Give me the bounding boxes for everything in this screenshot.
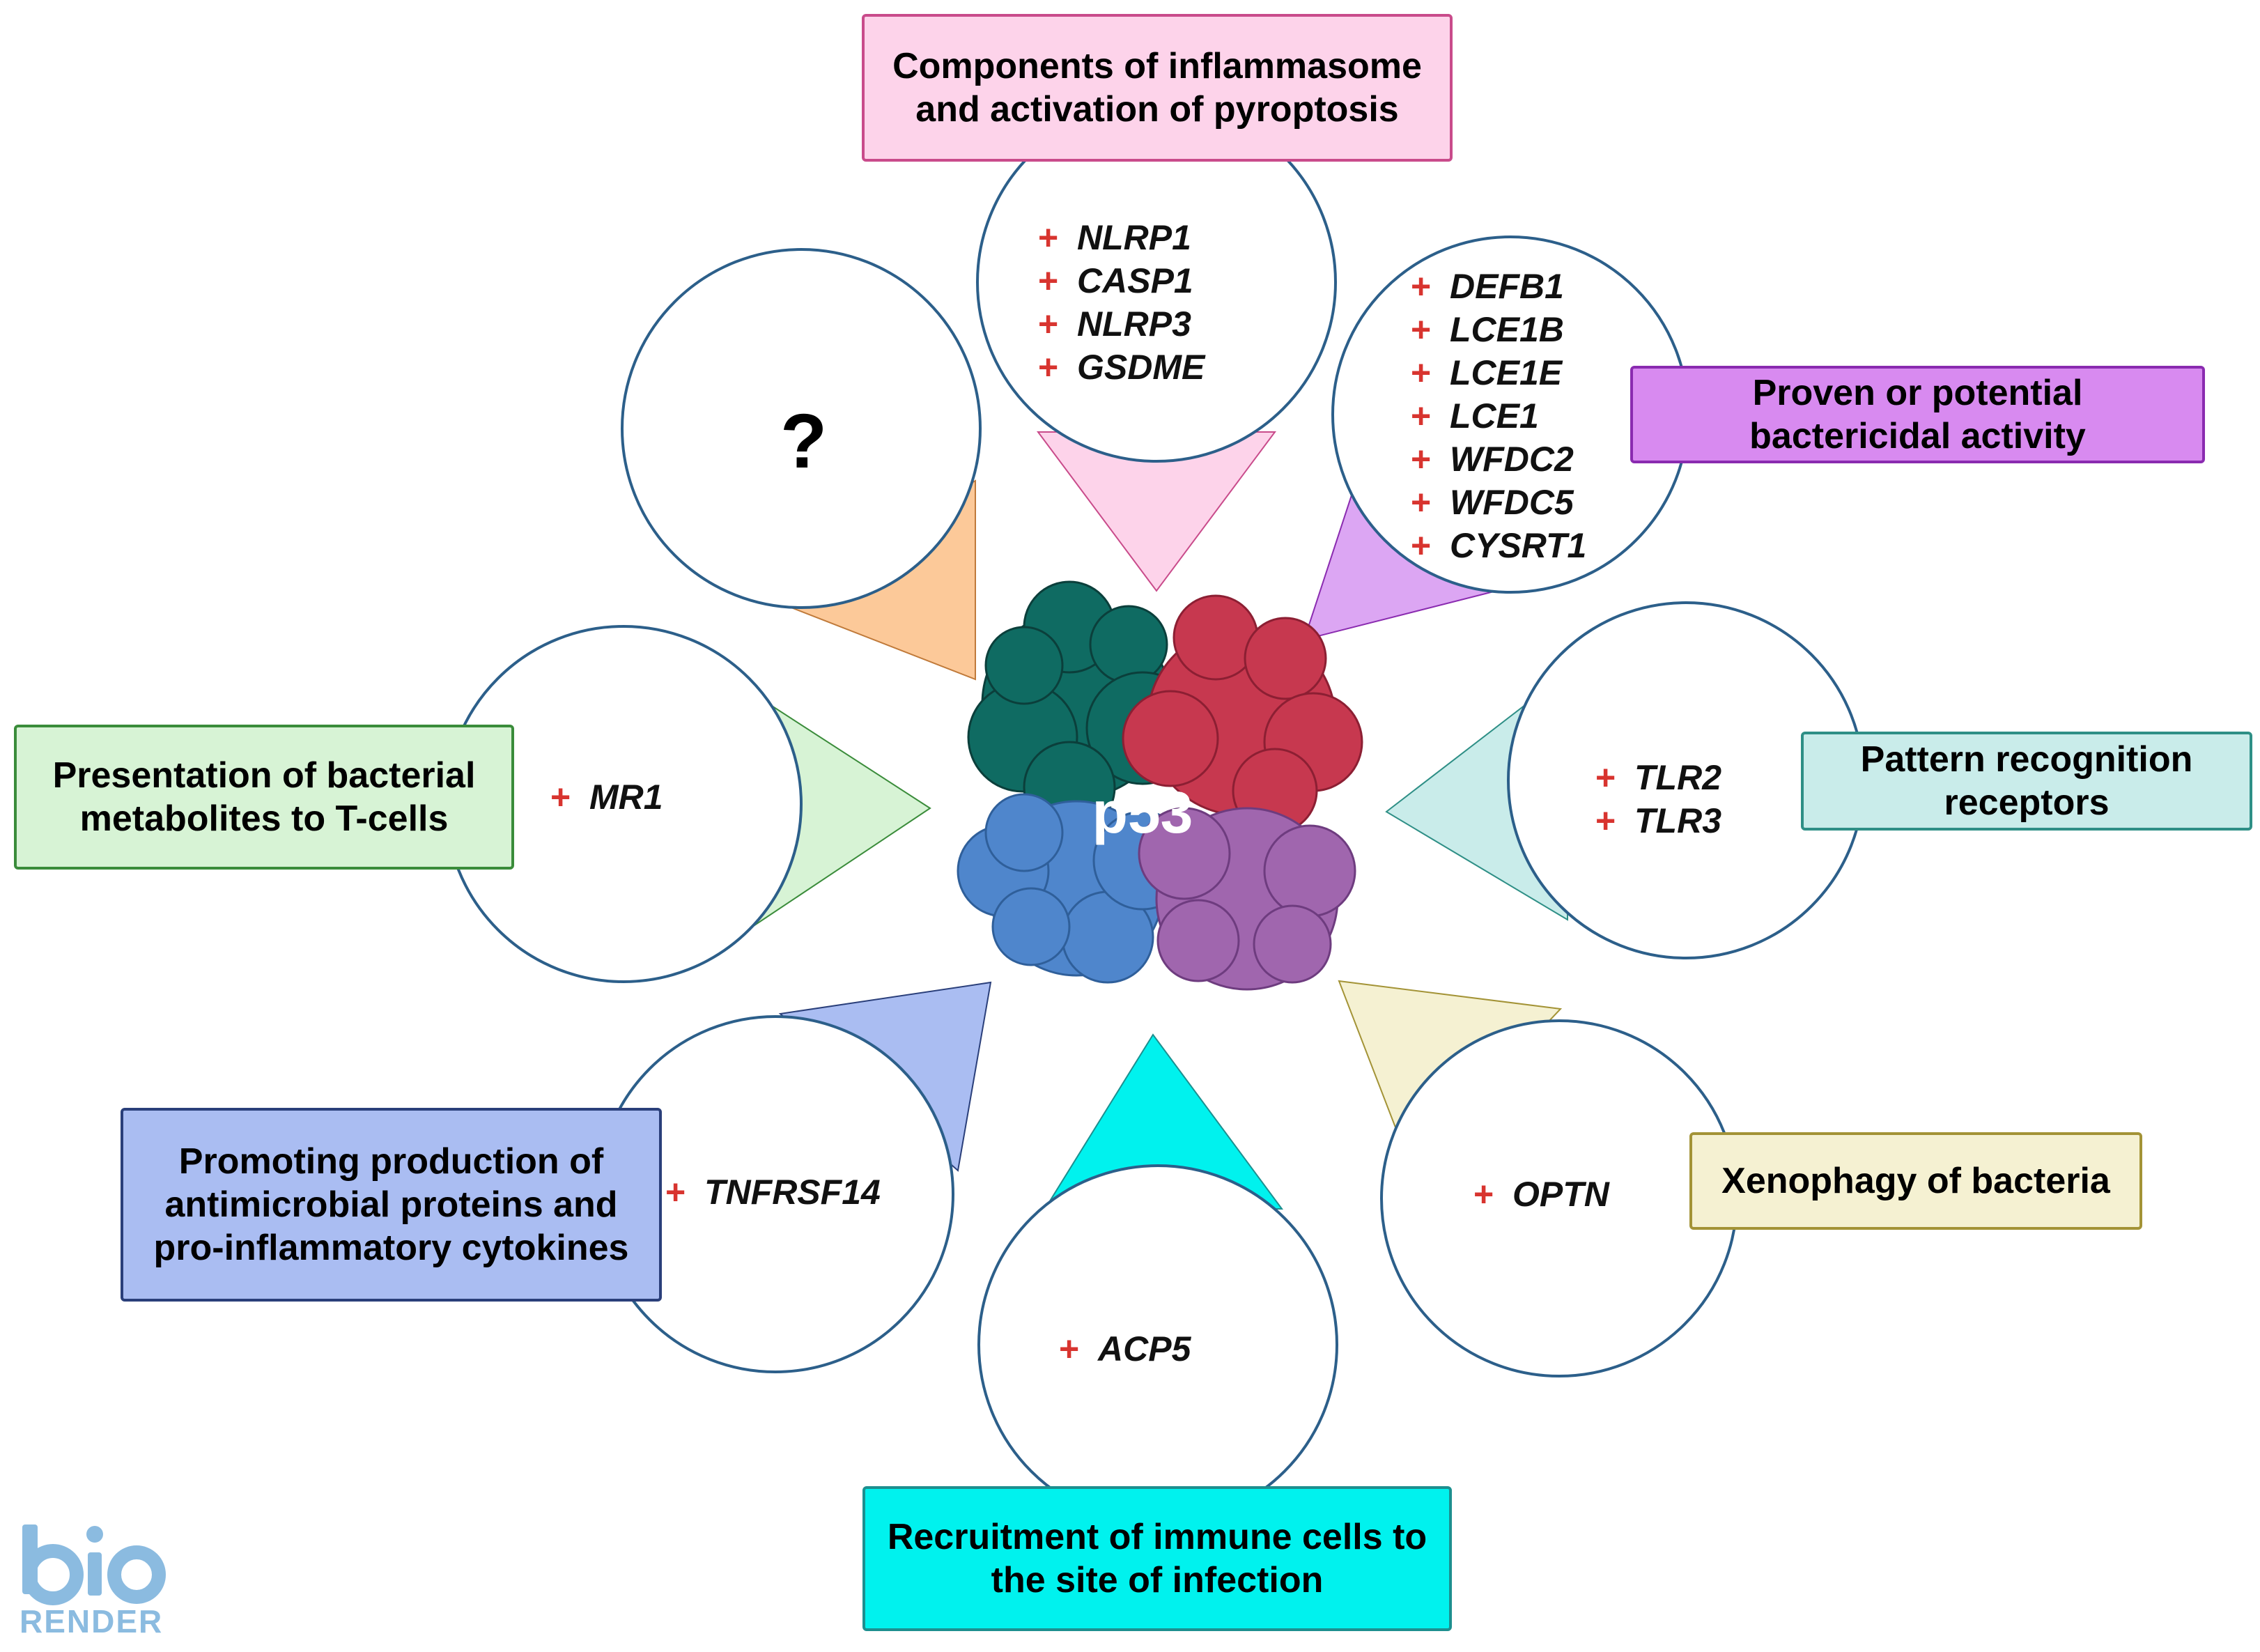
logo-text-render: RENDER	[20, 1603, 164, 1639]
gene-list-pyroptosis: +NLRP1 +CASP1 +NLRP3 +GSDME	[1038, 216, 1205, 389]
plus-icon: +	[1595, 801, 1616, 840]
label-xenophagy: Xenophagy of bacteria	[1689, 1132, 2142, 1230]
gene-item: +LCE1	[1411, 394, 1586, 438]
gene-item: +TNFRSF14	[665, 1171, 881, 1214]
plus-icon: +	[665, 1173, 686, 1212]
gene-list-presentation: +MR1	[550, 775, 663, 819]
plus-icon: +	[1595, 758, 1616, 797]
gene-item: +CYSRT1	[1411, 524, 1586, 567]
unknown-question-mark: ?	[780, 399, 828, 484]
biorender-logo-icon	[22, 1524, 166, 1605]
plus-icon: +	[1059, 1329, 1080, 1368]
gene-item: +LCE1E	[1411, 351, 1586, 394]
gene-item: +MR1	[550, 775, 663, 819]
gene-item: +DEFB1	[1411, 265, 1586, 308]
label-pattern-recognition: Pattern recognition receptors	[1801, 732, 2252, 831]
plus-icon: +	[1411, 353, 1432, 392]
plus-icon: +	[1411, 483, 1432, 522]
circle-unknown	[621, 248, 982, 609]
gene-item: +LCE1B	[1411, 308, 1586, 351]
gene-list-antimicrobial: +TNFRSF14	[665, 1171, 881, 1214]
gene-item: +OPTN	[1473, 1173, 1609, 1216]
gene-item: +CASP1	[1038, 259, 1205, 302]
p53-subunit-red	[1122, 594, 1363, 834]
plus-icon: +	[1411, 526, 1432, 565]
plus-icon: +	[1411, 440, 1432, 479]
p53-protein-illustration: p53	[957, 580, 1363, 991]
gene-item: +NLRP3	[1038, 302, 1205, 346]
p53-subunit-blue	[957, 793, 1193, 984]
label-antimicrobial: Promoting production of antimicrobial pr…	[121, 1108, 662, 1302]
plus-icon: +	[1473, 1175, 1494, 1214]
gene-item: +NLRP1	[1038, 216, 1205, 259]
label-bactericidal: Proven or potential bactericidal activit…	[1630, 366, 2205, 463]
plus-icon: +	[1411, 267, 1432, 306]
label-presentation: Presentation of bacterial metabolites to…	[14, 725, 514, 870]
plus-icon: +	[1411, 310, 1432, 349]
gene-item: +GSDME	[1038, 346, 1205, 389]
gene-item: +WFDC5	[1411, 481, 1586, 524]
plus-icon: +	[1038, 304, 1059, 343]
gene-item: +TLR2	[1595, 756, 1721, 799]
plus-icon: +	[550, 778, 571, 817]
gene-list-bactericidal: +DEFB1 +LCE1B +LCE1E +LCE1 +WFDC2 +WFDC5…	[1411, 265, 1586, 567]
gene-item: +WFDC2	[1411, 438, 1586, 481]
plus-icon: +	[1038, 348, 1059, 387]
p53-subunit-purple	[1138, 807, 1356, 991]
gene-list-xenophagy: +OPTN	[1473, 1173, 1609, 1216]
gene-list-recruitment: +ACP5	[1059, 1327, 1191, 1371]
p53-label: p53	[1092, 780, 1193, 845]
gene-item: +TLR3	[1595, 799, 1721, 842]
label-pyroptosis: Components of inflammasome and activatio…	[862, 14, 1453, 162]
plus-icon: +	[1411, 396, 1432, 435]
gene-item: +ACP5	[1059, 1327, 1191, 1371]
biorender-logo: RENDER	[20, 1519, 166, 1641]
label-recruitment: Recruitment of immune cells to the site …	[862, 1486, 1452, 1631]
gene-list-pattern-recognition: +TLR2 +TLR3	[1595, 756, 1721, 842]
plus-icon: +	[1038, 218, 1059, 257]
plus-icon: +	[1038, 261, 1059, 300]
